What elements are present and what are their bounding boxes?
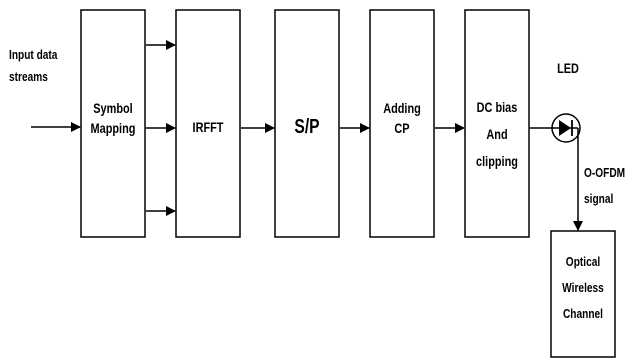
adding-cp-block: [369, 9, 435, 238]
adding-cp-label: Adding CP: [377, 98, 427, 138]
block-label-line: clipping: [476, 153, 518, 169]
output-signal-label: O-OFDM signal: [584, 160, 625, 212]
output-label-line: O-OFDM: [584, 165, 626, 180]
block-label-line: Mapping: [90, 120, 136, 136]
optical-channel-label: Optical Wireless Channel: [558, 249, 608, 327]
led-label: LED: [552, 58, 583, 78]
led-symbol: [530, 113, 581, 143]
input-data-label: Input data streams: [9, 44, 57, 88]
symbol-mapping-label: Symbol Mapping: [88, 98, 138, 138]
s-p-block: [274, 9, 340, 238]
irfft-block: [175, 9, 241, 238]
block-label-line: CP: [394, 120, 410, 136]
dc-bias-block: [464, 9, 530, 238]
symbol-mapping-block: [80, 9, 146, 238]
block-label-line: And: [486, 126, 508, 142]
block-label-line: DC bias: [476, 99, 518, 115]
block-label-line: Wireless: [562, 280, 604, 295]
input-label-line: streams: [9, 69, 48, 84]
block-label-line: Symbol: [93, 100, 133, 116]
irfft-label: IRFFT: [183, 117, 233, 137]
optical-channel-block: [550, 230, 616, 358]
input-label-line: Input data: [9, 47, 58, 62]
block-label-line: S/P: [294, 116, 320, 138]
block-label-line: Channel: [562, 306, 603, 321]
block-label-line: IRFFT: [192, 119, 224, 135]
s-p-label: S/P: [282, 115, 332, 139]
block-label-line: Optical: [565, 254, 601, 269]
dc-bias-label: DC bias And clipping: [472, 94, 522, 175]
block-label-line: Adding: [383, 100, 421, 116]
led-label-text: LED: [557, 60, 579, 76]
output-label-line: signal: [584, 191, 614, 206]
